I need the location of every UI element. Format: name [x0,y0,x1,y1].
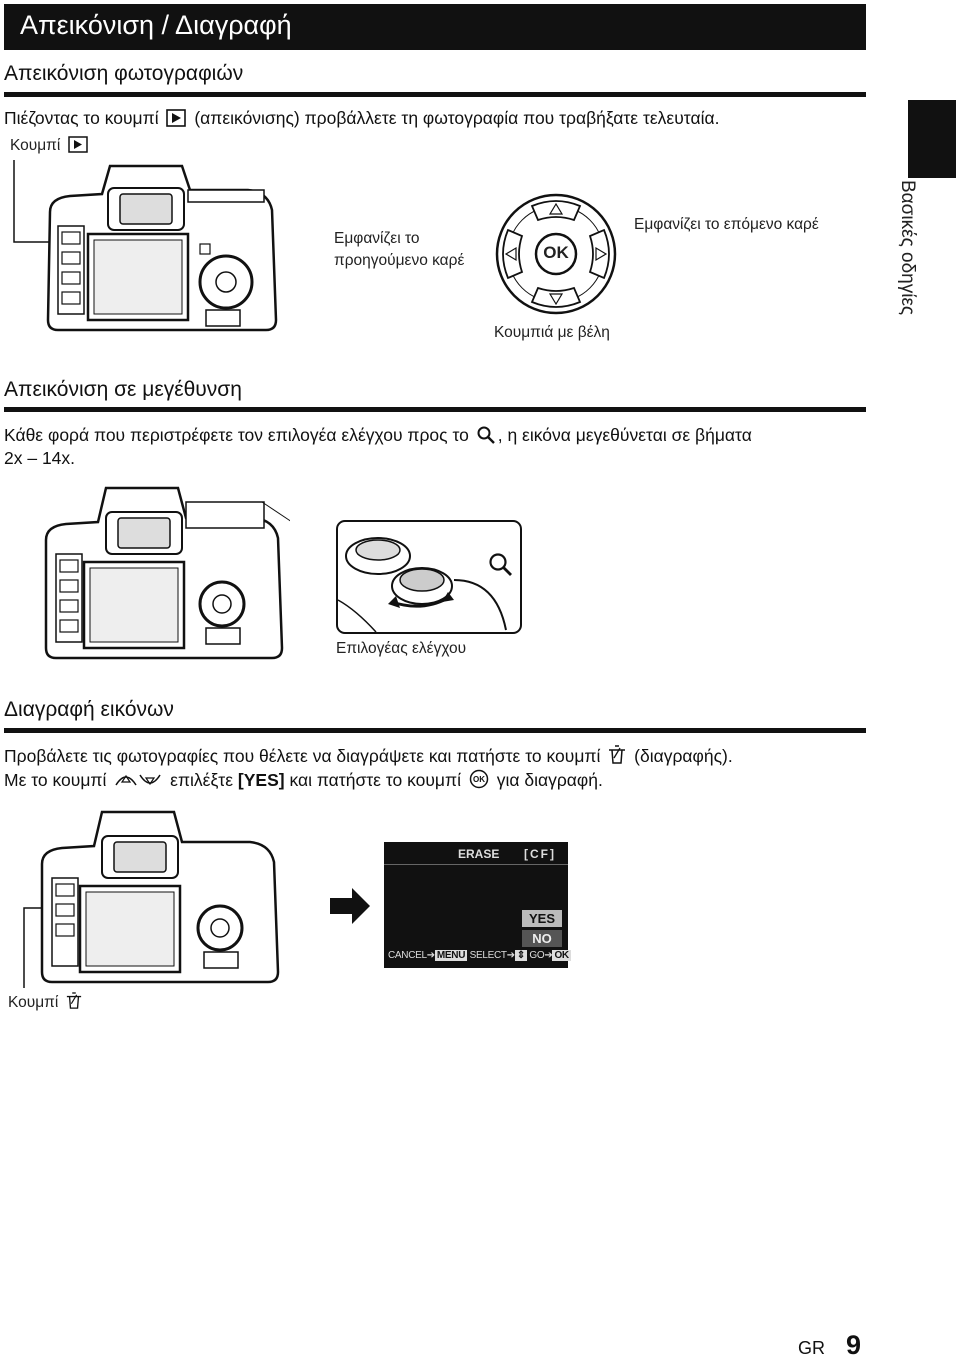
playback-description: Πιέζοντας το κουμπί (απεικόνισης) προβάλ… [4,108,720,128]
camera-back-illustration [23,810,280,988]
section-title-erase: Διαγραφή εικόνων [4,698,174,721]
trash-icon [66,992,81,1009]
up-down-arrows-icon [115,774,161,786]
prev-frame-label-2: προηγούμενο καρέ [334,252,465,269]
erase-button-label: Κουμπί [8,992,85,1012]
camera-back-illustration [13,160,278,332]
section-rule [4,407,866,412]
play-icon [67,136,88,153]
section-title-zoom: Απεικόνιση σε μεγέθυνση [4,378,242,401]
control-dial-closeup [336,520,522,634]
section-rule [4,92,866,97]
side-tab-marker [908,100,956,178]
arrow-pad [495,193,617,315]
lcd-yes-option[interactable]: YES [522,910,562,927]
side-tab-label: Βασικές οδηγίες [897,180,918,316]
svg-text:OK: OK [473,775,485,784]
ok-icon: OK [469,769,489,789]
trash-icon [609,745,626,764]
erase-lcd-screen: ERASE [CF] YES NO CANCEL➔MENU SELECT➔⇕ G… [384,842,571,968]
section-title-playback: Απεικόνιση φωτογραφιών [4,62,244,85]
zoom-description-line2: 2x – 14x. [4,448,76,468]
page-title: Απεικόνιση / Διαγραφή [20,10,292,40]
footer-language: GR [798,1338,825,1358]
arrow-buttons-label: Κουμπιά με βέλη [494,324,610,341]
zoom-description-line1: Κάθε φορά που περιστρέφετε τον επιλογέα … [4,425,752,445]
erase-description-line2: Με το κουμπί επιλέξτε [YES] και πατήστε … [4,769,603,790]
lcd-no-option[interactable]: NO [522,930,562,947]
erase-description-line1: Προβάλετε τις φωτογραφίες που θέλετε να … [4,745,733,766]
play-icon [166,109,187,127]
ok-button-label: OK [543,243,569,262]
zoom-icon [477,426,495,444]
arrow-right-icon [330,888,370,924]
title-bar: Απεικόνιση / Διαγραφή [4,4,866,50]
next-frame-label: Εμφανίζει το επόμενο καρέ [634,216,819,233]
lcd-erase-title: ERASE [458,847,500,861]
lcd-footer: CANCEL➔MENU SELECT➔⇕ GO➔OK [388,950,571,961]
play-button-label: Κουμπί [10,136,91,155]
lcd-divider [384,864,568,865]
lcd-card-type: [CF] [524,847,556,861]
prev-frame-label-1: Εμφανίζει το [334,230,420,247]
camera-back-illustration [44,486,290,660]
zoom-icon [489,553,512,576]
control-dial-label: Επιλογέας ελέγχου [336,640,467,657]
page-number: 9 [846,1330,862,1360]
section-rule [4,728,866,733]
